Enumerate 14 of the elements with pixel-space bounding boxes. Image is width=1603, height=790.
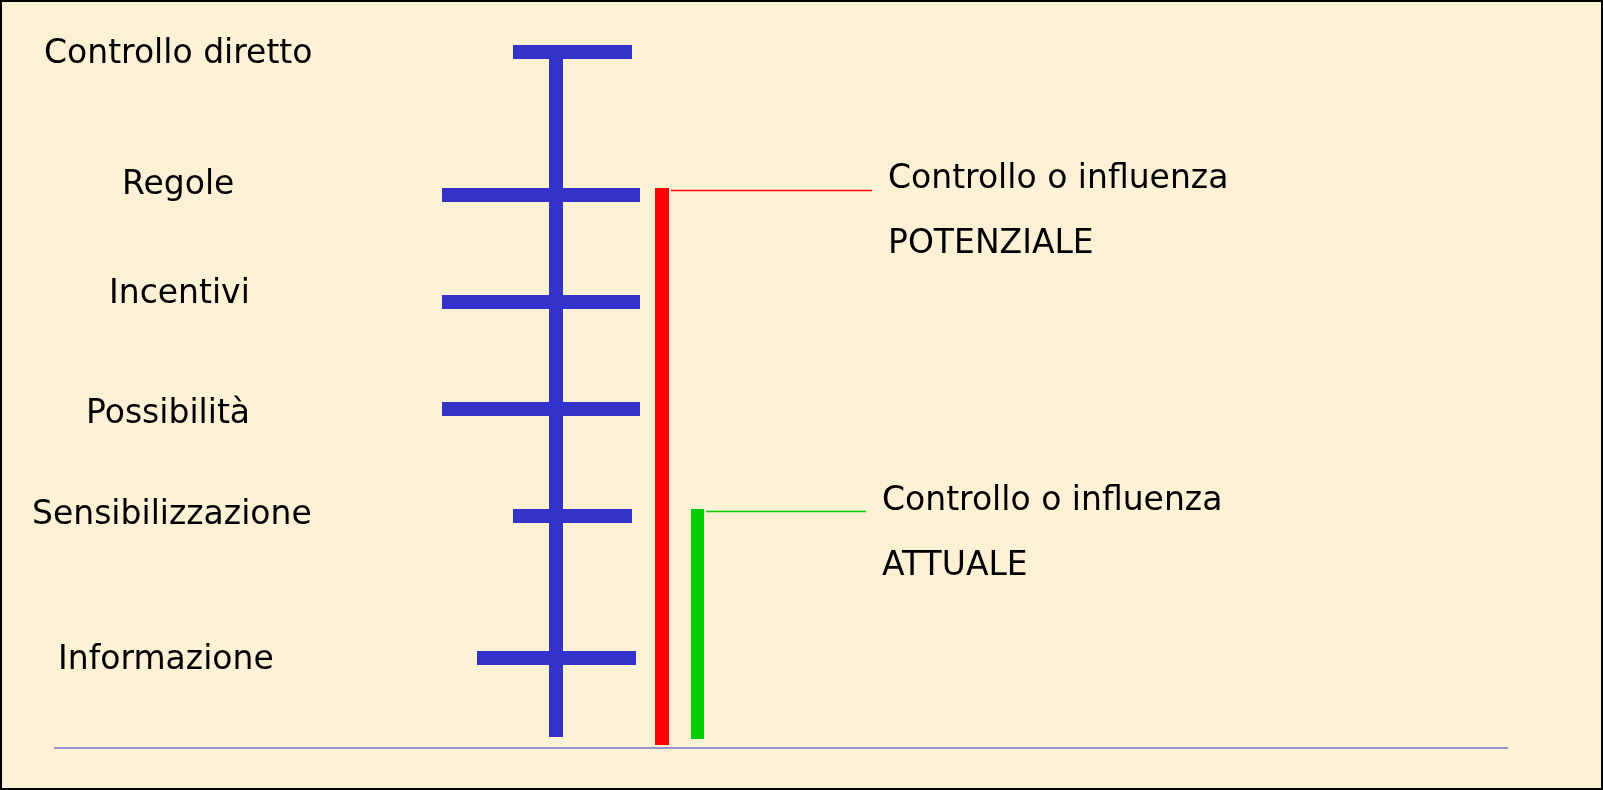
scale-label: Possibilità: [86, 392, 251, 432]
range-bar: [655, 188, 669, 745]
range-label: ATTUALE: [882, 544, 1029, 584]
leader-line: [670, 189, 873, 192]
scale-label: Controllo diretto: [44, 32, 313, 72]
range-label: Controllo o influenza: [882, 479, 1223, 519]
scale-label: Sensibilizzazione: [32, 493, 312, 533]
scale-label: Incentivi: [109, 272, 250, 312]
range-label: Controllo o influenza: [888, 157, 1229, 197]
scale-label: Regole: [122, 163, 235, 203]
scale-label: Informazione: [58, 638, 274, 678]
leader-line: [705, 510, 867, 513]
range-label: POTENZIALE: [888, 222, 1095, 262]
range-bar: [691, 509, 704, 739]
